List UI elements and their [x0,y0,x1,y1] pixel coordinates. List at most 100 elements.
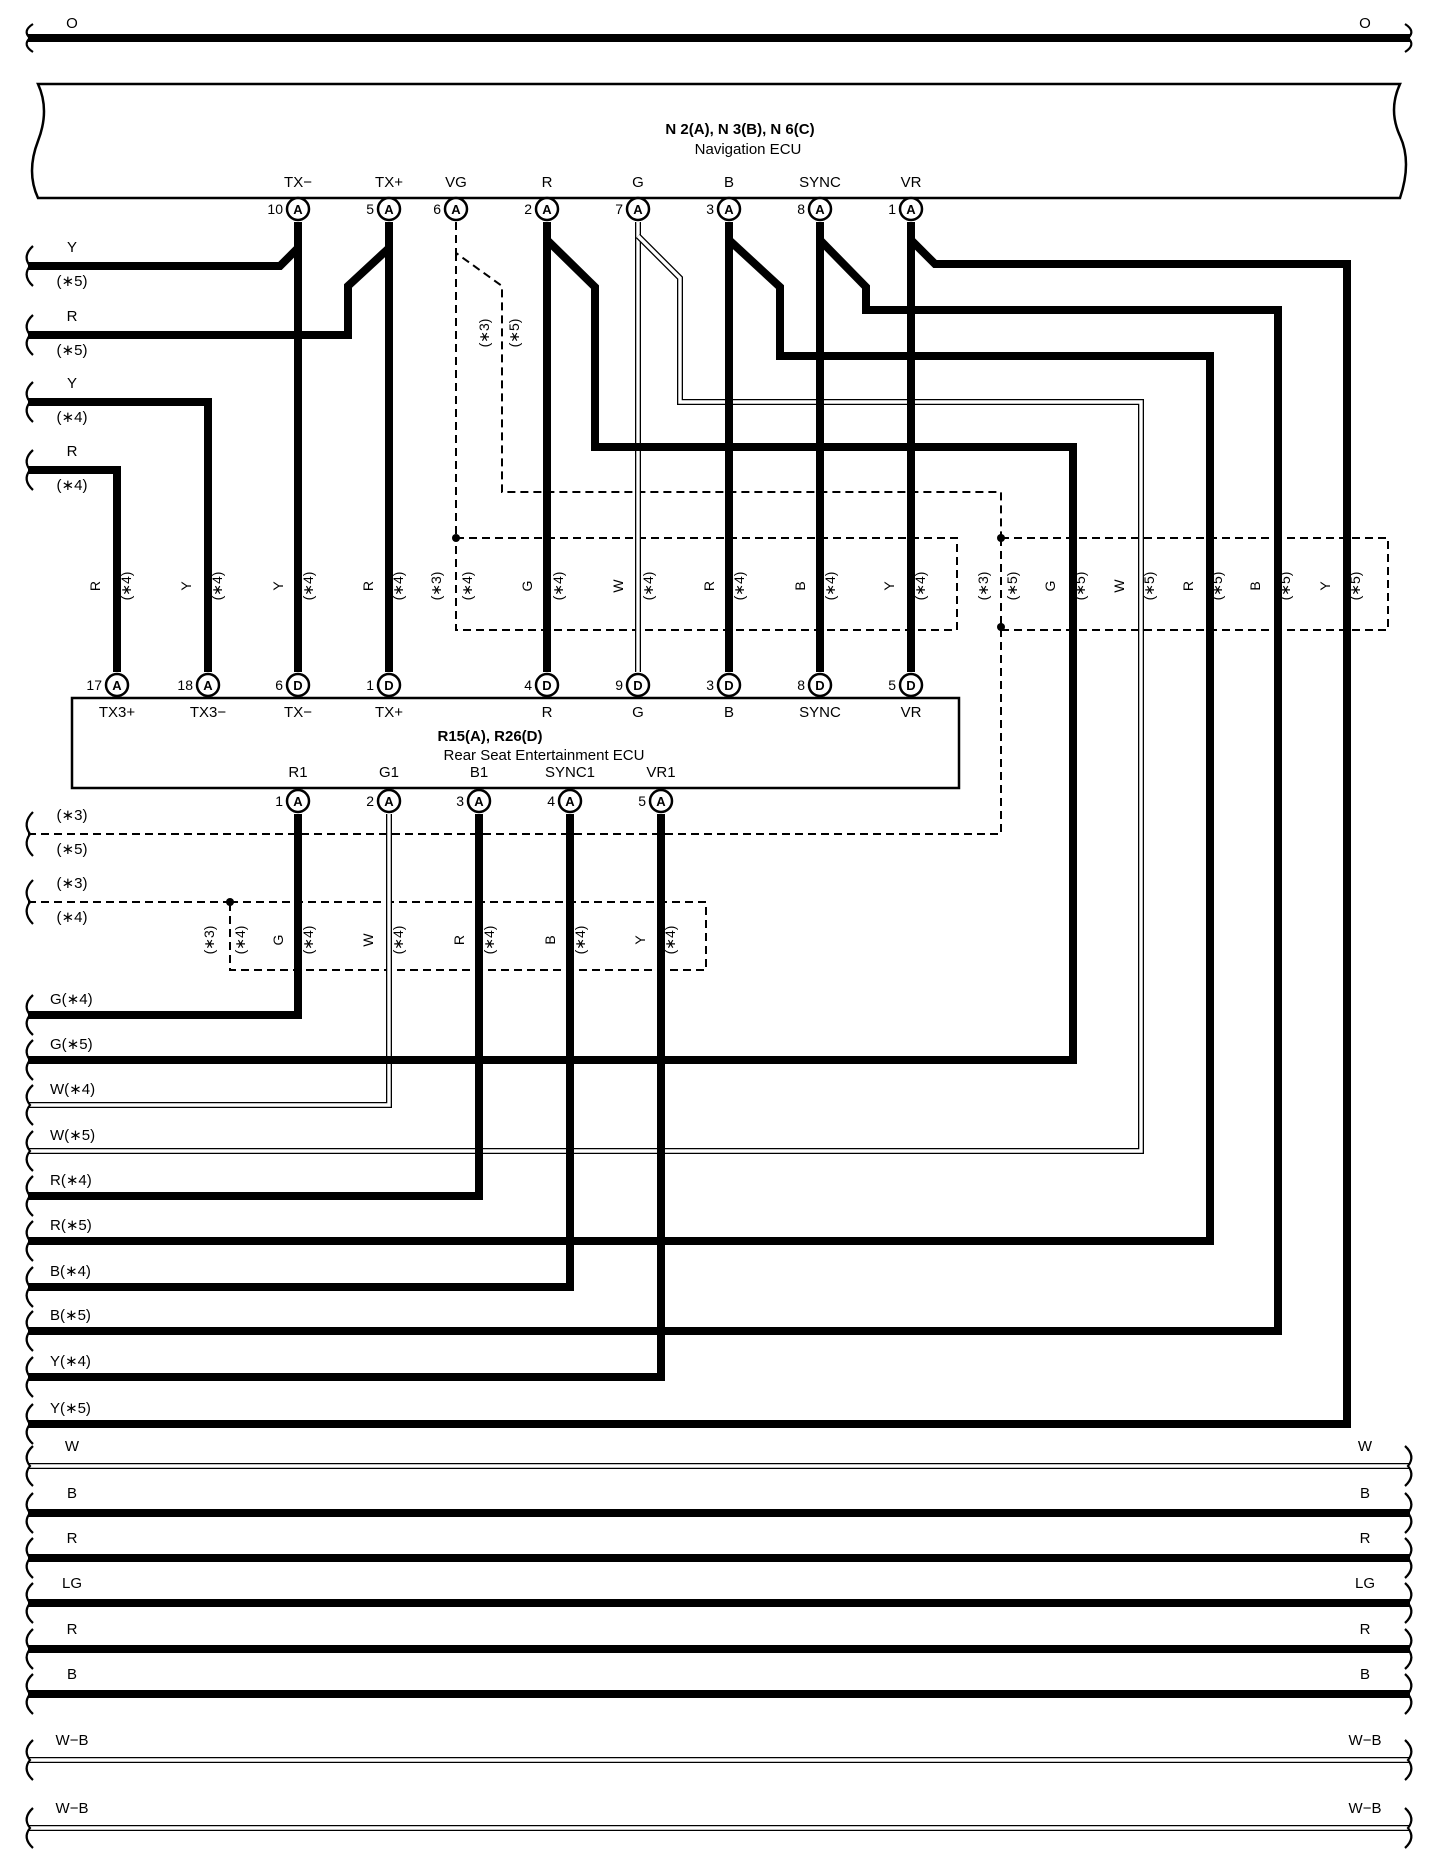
wire-bottom-left-end [25,1582,34,1624]
wire-o-left-label: O [66,15,78,32]
wire-y4 [28,814,665,1381]
vertical-label-box3: (∗4) [481,926,497,955]
wire-left-top-3 [28,466,121,672]
vertical-label-box1: Y [178,581,194,591]
wire-bottom-right-end [1404,1537,1413,1579]
pin-number: 6 [433,201,441,217]
vertical-label-box3: W [360,933,376,947]
wire-left-top-color: R [67,308,78,325]
vertical-label-box3: (∗4) [300,926,316,955]
rse-bottom-pin-4 [648,788,674,814]
dashed-wire-layer [28,222,1389,971]
wire-bottom-left-end [25,1628,34,1670]
rse-top-pin-4 [534,672,560,698]
wire-left-label: B(∗4) [50,1263,91,1280]
wire-bottom-right-end [1404,1445,1413,1487]
nav-pin-name: G [632,174,644,191]
vertical-label-box2: G [1042,581,1058,592]
vertical-label-box2: (∗5) [1004,572,1020,601]
vertical-label-box1: (∗3) [428,572,444,601]
vertical-label-box2: (∗5) [1277,572,1293,601]
wire-bottom-right-label: R [1360,1621,1371,1638]
ecu-body-layer [30,82,1408,790]
pin-number: 10 [267,201,283,217]
wire-bottom-left-label: B [67,1666,77,1683]
wire-bottom-right-end [1404,1628,1413,1670]
vertical-label-box2: W [1111,579,1127,593]
rse-bottom-pin-0 [285,788,311,814]
wire-left-top-note: (∗4) [57,477,88,494]
wire-left-top-end [25,314,34,356]
pin-connector-letter: A [815,202,825,217]
vertical-label-box2: (∗5) [1209,572,1225,601]
wire-bottom-right-label: LG [1355,1575,1375,1592]
wire-left-top-note: (∗4) [57,409,88,426]
pin-number: 4 [524,677,532,693]
pin-connector-letter: A [542,202,552,217]
wire-bottom-left-end [25,1537,34,1579]
pin-connector-letter: D [384,678,393,693]
wire-bottom-right-label: R [1360,1530,1371,1547]
vertical-label-box3: (∗4) [390,926,406,955]
shield-box-1 [455,537,958,631]
pin-number: 5 [366,201,374,217]
vertical-label-box1: G [519,581,535,592]
pin-connector-letter: A [384,794,394,809]
nav-pin-name: VR [901,174,922,191]
vertical-label-box1: (∗4) [209,572,225,601]
pin-connector-letter: A [656,794,666,809]
pin-number: 8 [797,201,805,217]
pin-number: 8 [797,677,805,693]
vertical-label-box1: R [360,581,376,591]
vertical-label-box3: (∗4) [232,926,248,955]
rse-bottom-pin-3 [557,788,583,814]
nav-pin-2 [443,196,469,222]
thin-wire-layer [28,222,1410,1831]
pin-connector-letter: A [724,202,734,217]
wire-left-top-note: (∗5) [57,342,88,359]
wire-w4-core [28,814,391,1107]
pin-number: 9 [615,677,623,693]
pin-connector-letter: D [293,678,302,693]
pin-connector-letter: D [633,678,642,693]
wire-bottom-left-label: R [67,1621,78,1638]
wire-bottom-left-label: B [67,1485,77,1502]
wire-bottom-right-label: B [1360,1666,1370,1683]
wire-bottom-left-label: LG [62,1575,82,1592]
vertical-label-box2: (∗5) [1072,572,1088,601]
rse-top-pin-6 [716,672,742,698]
rse-ecu-title: R15(A), R26(D) [437,728,542,745]
rse-top-pin-name: TX− [284,704,312,721]
wire-bottom-right-end [1404,1739,1413,1781]
pin-number: 3 [456,793,464,809]
vertical-label-vg: (∗5) [506,319,522,348]
wire-b4 [28,814,574,1291]
wire-bottom-right-label: W−B [1349,1800,1382,1817]
pin-number: 5 [638,793,646,809]
vertical-label-box1: (∗4) [822,572,838,601]
rse-top-pin-name: TX3− [190,704,227,721]
wire-left-label-end [25,1356,34,1398]
rse-top-pin-name: R [542,704,553,721]
wire-bottom-left-label: R [67,1530,78,1547]
pin-number: 17 [86,677,102,693]
pin-number: 2 [366,793,374,809]
wire-dashed-35 [28,538,1002,835]
rse-top-pin-1 [195,672,221,698]
vertical-label-box3: (∗4) [572,926,588,955]
pin-number: 1 [366,677,374,693]
wire-g5-branch [28,237,1077,1064]
wire-left-label-end [25,1175,34,1217]
wire-o-right-label: O [1359,15,1371,32]
navigation-ecu-body [30,82,1408,200]
wire-b5-branch [28,237,1282,1335]
vertical-label-box1: (∗4) [390,572,406,601]
wire-left-top-end [25,245,34,287]
pin-connector-letter: A [203,678,213,693]
wire-left-label-end [25,1039,34,1081]
wire-r4 [28,814,483,1200]
vertical-label-box2: R [1180,581,1196,591]
wire-bottom-right-label: B [1360,1485,1370,1502]
vertical-label-box1: R [87,581,103,591]
